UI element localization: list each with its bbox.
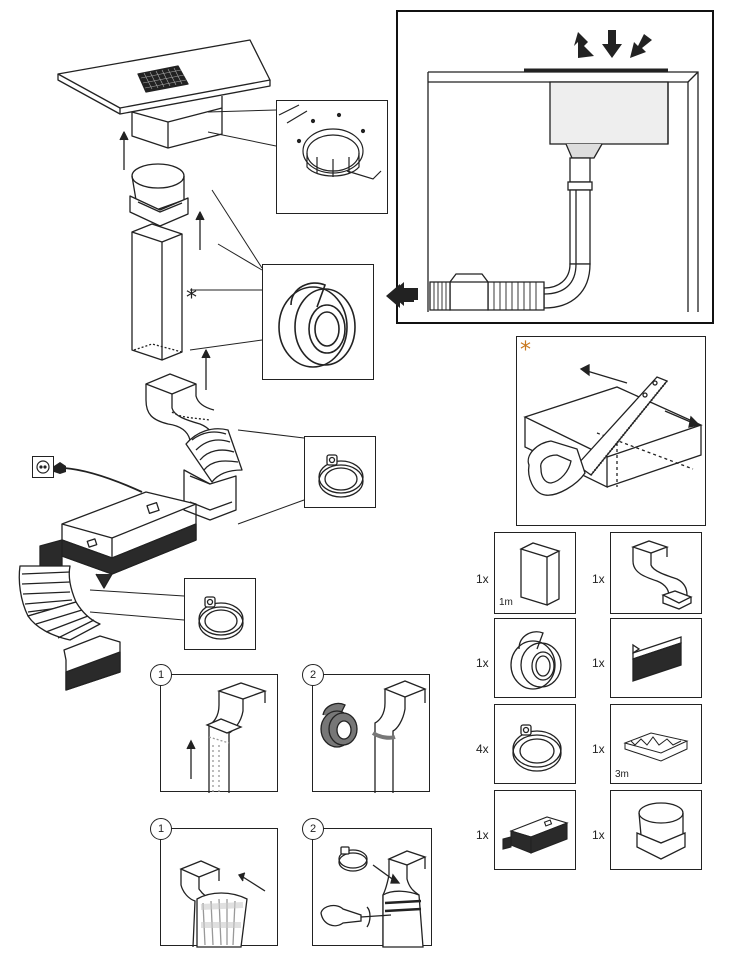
- flexible-duct-icon: [623, 732, 689, 762]
- part-fan-motor-unit: [494, 790, 576, 870]
- zoom-clamp-detail-1: [304, 436, 376, 508]
- part-qty: 4x: [476, 742, 489, 756]
- part-sealing-tape: [494, 618, 576, 698]
- part-qty: 1x: [476, 572, 489, 586]
- airflow-down-icon: [574, 30, 652, 58]
- step-number-badge: 1: [150, 664, 172, 686]
- zoom-collar-detail: [276, 100, 388, 214]
- part-qty: 1x: [592, 742, 605, 756]
- hose-clamp-icon: [338, 846, 368, 872]
- rectangular-duct-main: [131, 223, 183, 361]
- fan-motor-unit: [39, 491, 197, 589]
- zoom-clamp-detail-2: [184, 578, 256, 650]
- part-flexible-duct: 3m: [610, 704, 702, 784]
- duct-bend-main: [145, 373, 215, 443]
- part-rectangular-duct: 1m: [494, 532, 576, 614]
- part-qty: 1x: [476, 656, 489, 670]
- power-socket-icon: [32, 456, 54, 478]
- tape-roll-icon: [510, 631, 562, 690]
- hose-clamp-icon: [198, 596, 244, 640]
- filter-strip-icon: [632, 636, 682, 682]
- part-length-label: 1m: [499, 597, 513, 608]
- step-number-badge: 2: [302, 664, 324, 686]
- duct-bend-icon: [631, 540, 693, 610]
- cut-marker: *: [520, 338, 531, 363]
- tape-step-1-panel: [160, 674, 278, 793]
- rectangular-duct-icon: [519, 542, 561, 606]
- optional-marker: *: [186, 286, 197, 311]
- screwdriver-icon: [320, 904, 392, 928]
- round-adapter-icon: [636, 802, 686, 860]
- hood-box: [131, 96, 223, 149]
- tape-roll-icon: [320, 702, 358, 748]
- part-qty: 1x: [592, 828, 605, 842]
- cooktop-plate: [57, 39, 271, 115]
- cut-instruction-panel: [516, 336, 706, 526]
- part-duct-bend: [610, 532, 702, 614]
- flex-duct-upper: [183, 428, 243, 521]
- installation-overview: [390, 10, 714, 324]
- part-qty: 1x: [476, 828, 489, 842]
- part-hose-clamp: [494, 704, 576, 784]
- clamp-step-2-panel: [312, 828, 432, 948]
- fan-motor-icon: [502, 816, 569, 854]
- zoom-tape-detail: [262, 264, 374, 380]
- tape-step-2-panel: [312, 674, 430, 793]
- step-number-badge: 1: [150, 818, 172, 840]
- hose-clamp-icon: [318, 454, 364, 498]
- arrow-up-1: [119, 131, 129, 170]
- step-number-badge: 2: [302, 818, 324, 840]
- hose-clamp-icon: [512, 724, 562, 772]
- flex-duct-lower: [18, 565, 121, 691]
- part-filter-strip: [610, 618, 702, 698]
- part-qty: 1x: [592, 572, 605, 586]
- tape-roll-icon: [278, 282, 356, 368]
- part-qty: 1x: [592, 656, 605, 670]
- clamp-step-1-panel: [160, 828, 278, 948]
- part-length-label: 3m: [615, 769, 629, 780]
- round-adapter: [129, 163, 189, 227]
- part-round-adapter: [610, 790, 702, 870]
